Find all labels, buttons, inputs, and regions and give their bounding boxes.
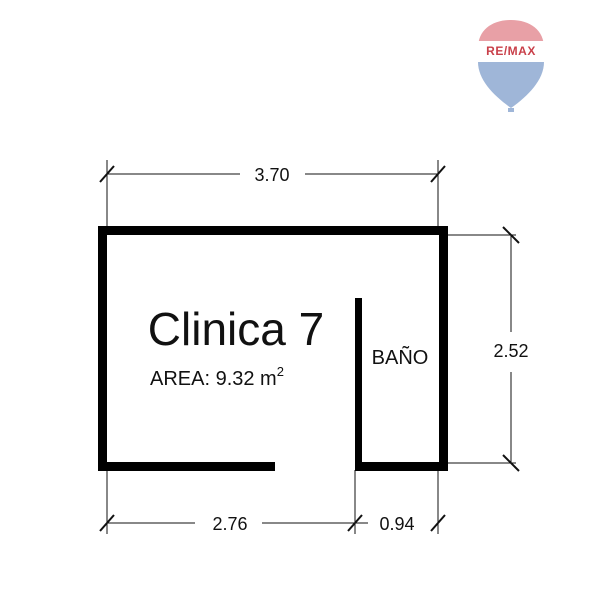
wall-left [98,226,107,471]
logo-balloon-bottom [478,62,544,108]
dimension-bottom-left-label: 2.76 [212,514,247,534]
dimension-top-width-label: 3.70 [254,165,289,185]
wall-top [98,226,448,235]
room-area-value: AREA: 9.32 m [150,368,277,390]
dim-top-tick-right [430,165,446,183]
dim-right-tick-bottom [502,454,520,472]
dim-bottom-tick-right [430,514,446,532]
dimension-right-height [446,226,520,472]
dim-top-tick-left [99,165,115,183]
walls [98,226,448,471]
bathroom-label: BAÑO [372,345,429,369]
logo-text: RE/MAX [486,44,536,58]
room-area-superscript: 2 [277,364,284,379]
dimension-top-width [99,160,446,228]
dim-right-tick-top [502,226,520,244]
dimension-bottom [99,470,446,534]
logo-basket [508,108,514,112]
remax-logo: RE/MAX [476,20,546,112]
dimension-bottom-right-label: 0.94 [379,514,414,534]
dimension-right-height-label: 2.52 [493,341,528,361]
logo-band [476,41,546,59]
dim-bottom-tick-mid [347,514,363,532]
room-name: Clinica 7 [148,303,324,355]
wall-right [439,226,448,471]
wall-bottom-left [98,462,275,471]
dim-bottom-tick-left [99,514,115,532]
wall-bathroom-partition [355,298,362,471]
wall-bottom-right [355,462,448,471]
room-area: AREA: 9.32 m2 [150,364,284,390]
